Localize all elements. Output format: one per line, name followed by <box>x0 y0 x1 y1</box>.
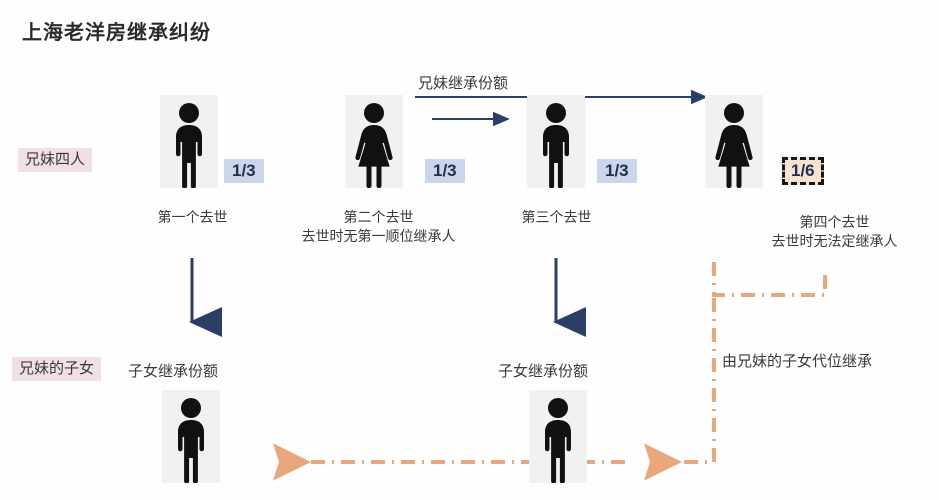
person-male-icon <box>543 103 569 188</box>
caption-sibling-2-line2: 去世时无第一顺位继承人 <box>301 227 456 244</box>
fraction-badge-sibling-3: 1/3 <box>597 159 637 183</box>
row-label-children: 兄妹的子女 <box>12 357 102 381</box>
row-label-siblings: 兄妹四人 <box>18 148 93 172</box>
dashed-path-sibling4-to-child2 <box>644 298 716 481</box>
caption-sibling-1-line1: 第一个去世 <box>157 209 228 225</box>
person-tile-sibling-4 <box>705 95 763 188</box>
dashed-path-sibling4-branch <box>712 262 827 297</box>
label-sibling-share: 兄妹继承份额 <box>418 75 509 92</box>
fraction-badge-sibling-1: 1/3 <box>224 159 264 183</box>
fraction-badge-sibling-4: 1/6 <box>782 157 824 185</box>
person-tile-child-2 <box>529 390 587 483</box>
caption-sibling-3-line1: 第三个去世 <box>521 209 592 225</box>
caption-sibling-4-line2: 去世时无法定继承人 <box>771 232 898 249</box>
caption-sibling-2-line1: 第二个去世 <box>343 209 414 225</box>
person-tile-sibling-1 <box>160 95 218 188</box>
person-tile-sibling-3 <box>527 95 585 188</box>
page-title: 上海老洋房继承纠纷 <box>22 22 211 44</box>
caption-sibling-4-line1: 第四个去世 <box>799 214 870 230</box>
caption-sibling-2: 第二个去世 去世时无第一顺位继承人 <box>266 208 491 246</box>
person-female-icon <box>355 103 393 188</box>
person-male-icon <box>178 398 204 483</box>
person-male-icon <box>176 103 202 188</box>
label-subrogation: 由兄妹的子女代位继承 <box>722 353 873 370</box>
caption-sibling-4: 第四个去世 去世时无法定继承人 <box>722 213 939 251</box>
person-male-icon <box>545 398 571 483</box>
caption-sibling-3: 第三个去世 <box>444 208 669 227</box>
label-child-share-left: 子女继承份额 <box>128 363 219 380</box>
label-child-share-right: 子女继承份额 <box>498 363 589 380</box>
fraction-badge-sibling-2: 1/3 <box>425 159 465 183</box>
person-tile-sibling-2 <box>345 95 403 188</box>
person-tile-child-1 <box>162 390 220 483</box>
caption-sibling-1: 第一个去世 <box>80 208 305 227</box>
person-female-icon <box>715 103 753 188</box>
